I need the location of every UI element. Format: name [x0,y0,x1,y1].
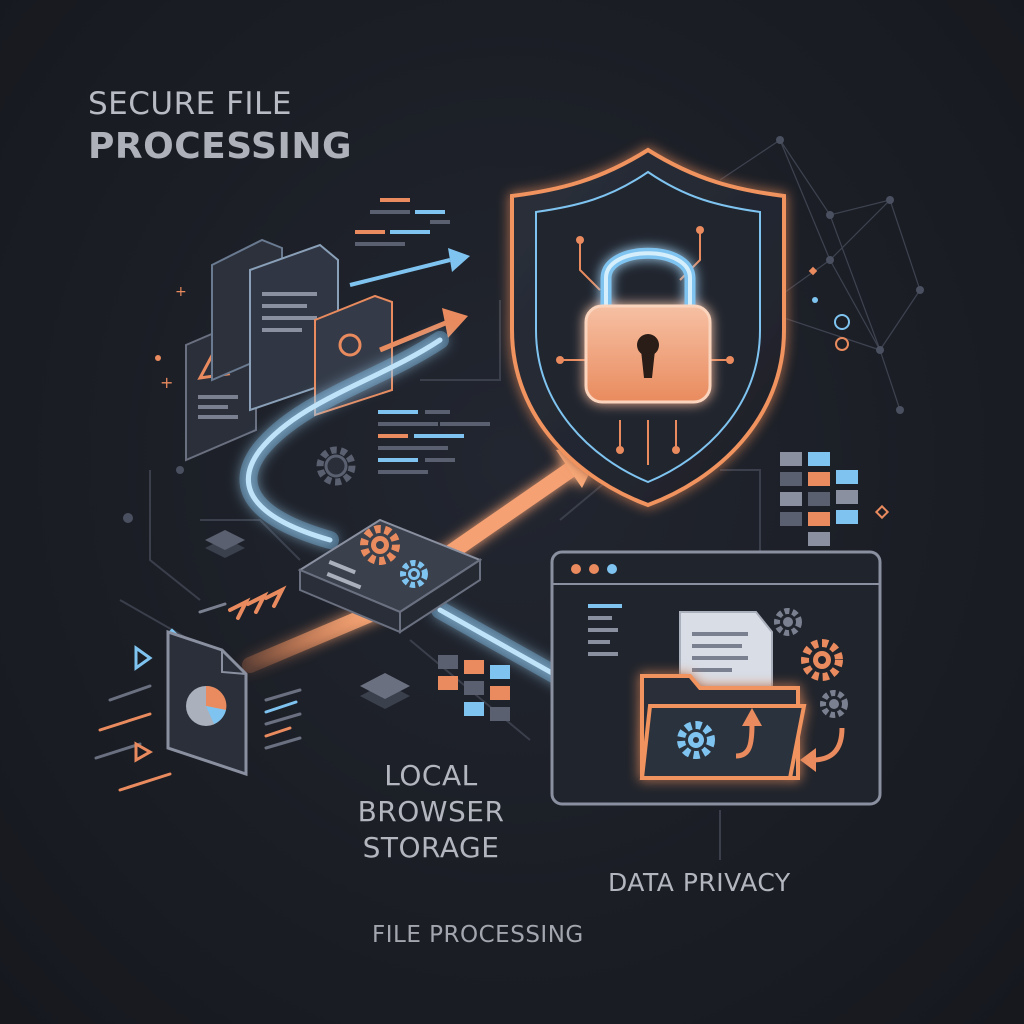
speed-arrows [94,585,302,792]
code-lines-middle [378,410,490,474]
status-blocks [438,655,510,721]
arrow-icon [349,248,470,353]
gear-icon [316,446,356,486]
padlock-icon [584,247,712,404]
pie-chart-document-icon [166,629,248,777]
svg-text:+: + [160,373,173,392]
title-line-2: PROCESSING [88,126,353,167]
layer-stack-icon [205,530,410,709]
data-blocks [780,452,858,546]
code-lines-top [355,198,450,246]
privacy-label: DATA PRIVACY [608,868,791,897]
title-line-1: SECURE FILE [88,86,292,122]
storage-label: LOCAL BROWSER STORAGE [357,759,505,864]
server-node-icon [297,518,483,634]
folder-icon [639,611,807,780]
processing-label: FILE PROCESSING [372,922,584,948]
network-graph [719,136,924,414]
svg-text:+: + [175,284,187,300]
